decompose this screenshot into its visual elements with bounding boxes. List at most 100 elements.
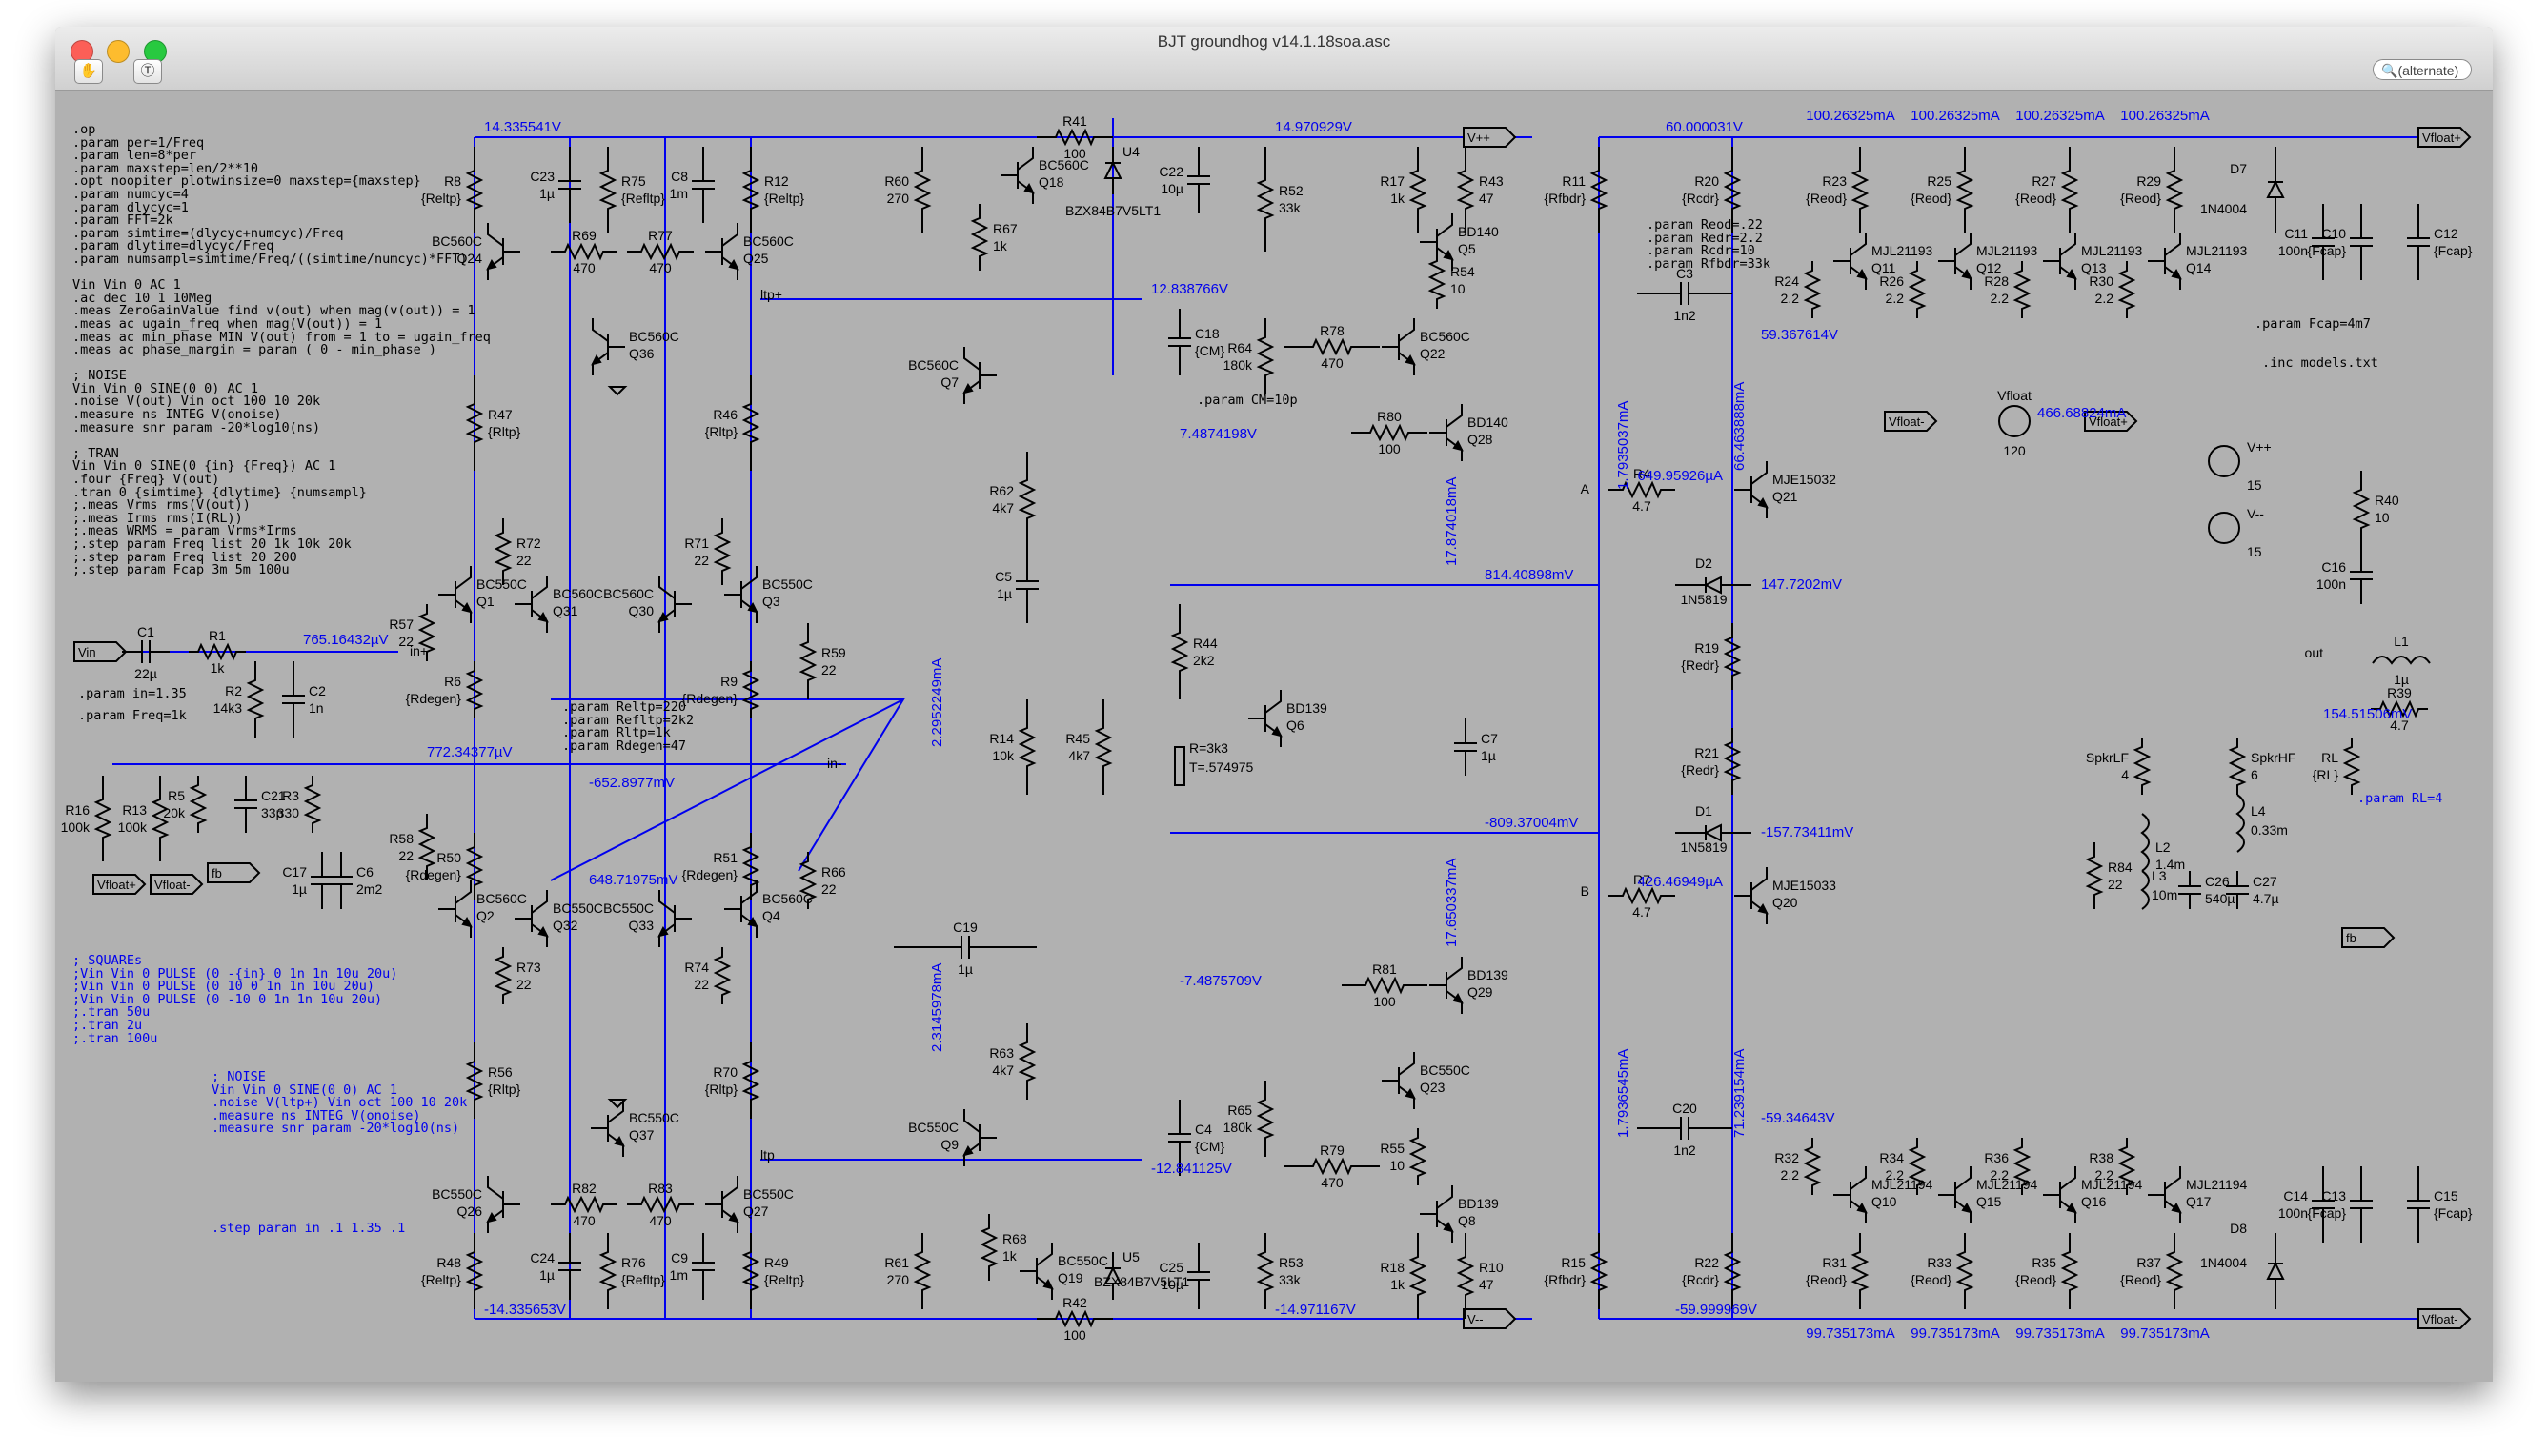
component-value: BD139 <box>1286 700 1327 716</box>
voltage-readout: -14.335653V <box>484 1302 566 1318</box>
component-ref: SpkrHF <box>2251 750 2295 765</box>
component-ref: R4 <box>1633 466 1650 481</box>
component-value: 10µ <box>1161 1277 1183 1292</box>
component-ref: R54 <box>1450 264 1475 279</box>
transistor-collector <box>1954 233 1972 256</box>
resistor <box>913 1233 932 1309</box>
component-ref: R25 <box>1927 173 1951 189</box>
transistor-collector <box>721 1176 738 1200</box>
component-value: 1k <box>993 238 1008 253</box>
resistor <box>465 147 484 233</box>
component-ref: R2 <box>225 683 242 698</box>
current-readout: 99.735173mA <box>2120 1325 2209 1342</box>
component-value: {Fcap} <box>2434 243 2473 258</box>
transistor-collector <box>2059 1166 2076 1190</box>
hand-tool-icon[interactable]: ✋ <box>74 59 103 84</box>
transistor-collector <box>1446 404 1463 428</box>
voltage-readout: -59.34643V <box>1761 1110 1835 1126</box>
resistor <box>2228 738 2247 795</box>
component-value: {Reltp} <box>421 191 461 206</box>
component-ref: R83 <box>648 1181 673 1196</box>
transistor-arrow <box>962 1145 974 1157</box>
text-tool-icon[interactable]: Ⓣ <box>133 59 162 84</box>
param-cm: .param CM=10p <box>1197 393 1298 408</box>
transistor-arrow <box>657 612 669 623</box>
component-value: 1m <box>670 186 688 201</box>
component-value: 22 <box>821 662 837 677</box>
component-ref: R13 <box>122 802 147 818</box>
search-field[interactable]: 🔍(alternate) <box>2373 59 2472 80</box>
component-ref: R35 <box>2032 1255 2056 1270</box>
voltage-readout: 814.40898mV <box>1485 567 1573 583</box>
net-label: B <box>1581 883 1589 899</box>
component-ref: R59 <box>821 645 846 660</box>
component-ref: Vfloat <box>1997 388 2032 403</box>
component-ref: R1 <box>209 628 226 643</box>
component-ref: R17 <box>1380 173 1405 189</box>
voltage-readout: 648.71975mV <box>589 872 677 888</box>
component-ref: R52 <box>1279 183 1304 198</box>
component-value: 20k <box>163 805 186 820</box>
inductor <box>2140 870 2150 910</box>
component-value: 10m <box>2152 887 2177 902</box>
noise-directives: ; NOISE Vin Vin 0 SINE(0 0) AC 1 .noise … <box>212 1069 468 1137</box>
component-ref: C14 <box>2283 1188 2308 1203</box>
component-ref: SpkrLF <box>2086 750 2129 765</box>
current-readout: 2.2952249mA <box>929 658 945 747</box>
component-value: 2m2 <box>356 881 382 897</box>
resistor <box>465 1233 484 1309</box>
resistor <box>741 147 760 233</box>
component-value: T=.574975 <box>1189 759 1254 775</box>
transistor-arrow <box>1271 726 1283 738</box>
component-ref: R5 <box>168 788 185 803</box>
net-label: in- <box>827 756 842 771</box>
current-readout: 426.46949µA <box>1637 874 1723 890</box>
net-label: ltp+ <box>760 287 782 302</box>
component-value: 0.33m <box>2251 822 2288 838</box>
component-value: 15 <box>2247 544 2262 559</box>
transistor-collector <box>1750 461 1768 485</box>
component-value: {Reod} <box>1806 1272 1847 1287</box>
component-ref: Q7 <box>940 374 959 390</box>
component-ref: Q19 <box>1058 1270 1083 1285</box>
component-ref: C23 <box>530 169 555 184</box>
component-ref: Q30 <box>629 603 655 618</box>
resistor <box>465 833 484 900</box>
component-value: 22 <box>398 634 414 649</box>
component-ref: R79 <box>1320 1143 1345 1158</box>
voltage-readout: 772.34377µV <box>427 744 513 760</box>
net-flag <box>1884 411 1938 432</box>
component-ref: R22 <box>1694 1255 1719 1270</box>
component-value: 6 <box>2251 767 2258 782</box>
component-value: {Fcap} <box>2308 1205 2347 1221</box>
transistor-arrow <box>461 602 473 614</box>
transistor-collector <box>1750 867 1768 891</box>
component-value: BD139 <box>1458 1196 1499 1211</box>
component-ref: Q16 <box>2081 1194 2107 1209</box>
net-label: V-- <box>1467 1312 1484 1326</box>
component-ref: R65 <box>1227 1102 1252 1118</box>
voltage-readout: -652.8977mV <box>589 775 675 791</box>
resistor <box>1723 147 1742 233</box>
component-value: 180k <box>1223 1120 1253 1135</box>
voltage-readout: -59.999969V <box>1675 1302 1757 1318</box>
minimize-window-button[interactable] <box>107 40 131 63</box>
component-ref: C7 <box>1481 731 1498 746</box>
component-ref: U4 <box>1122 144 1140 159</box>
voltage-source <box>2208 512 2240 544</box>
title-bar: BJT groundhog v14.1.18soa.asc ✋ Ⓣ 🔍(alte… <box>55 27 2493 91</box>
component-value: 2k2 <box>1193 653 1215 668</box>
component-value: {Rltp} <box>488 424 521 439</box>
component-ref: Q26 <box>457 1203 483 1219</box>
component-ref: Q32 <box>553 918 578 933</box>
net-label: Vfloat+ <box>97 878 136 892</box>
resistor <box>627 242 694 261</box>
component-ref: Q18 <box>1039 174 1064 190</box>
component-ref: C25 <box>1159 1260 1183 1275</box>
resistor <box>246 661 265 738</box>
component-value: 100n <box>2278 243 2308 258</box>
component-value: 14k3 <box>213 700 243 716</box>
component-ref: R9 <box>720 674 738 689</box>
component-ref: R68 <box>1002 1231 1027 1246</box>
